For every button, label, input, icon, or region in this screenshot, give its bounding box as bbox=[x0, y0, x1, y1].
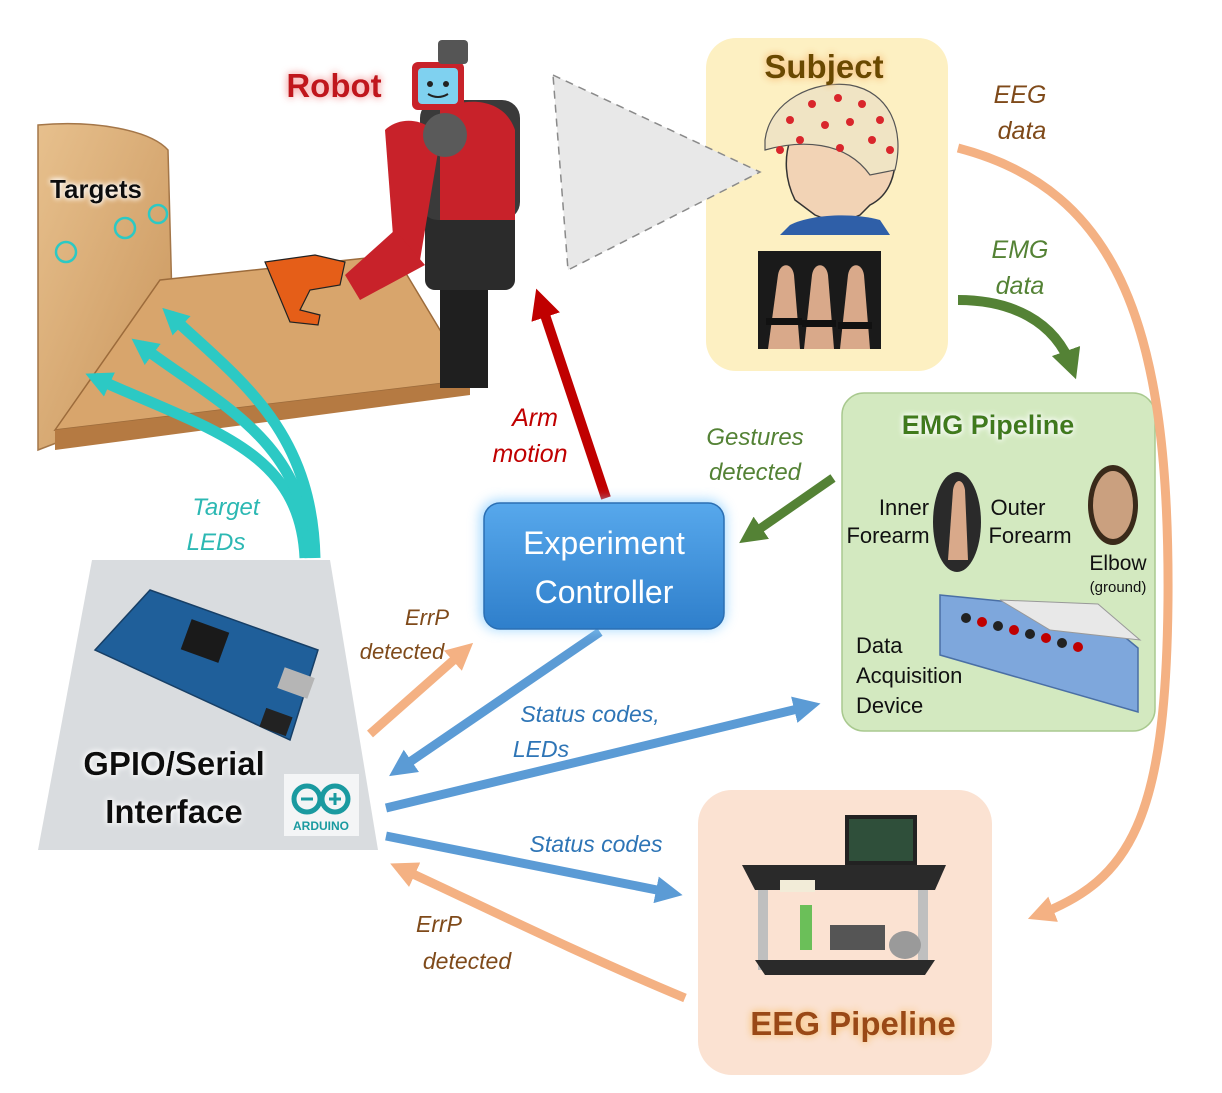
errp-top-label-1: ErrP bbox=[405, 605, 449, 630]
eeg-cap-head-illustration bbox=[764, 83, 899, 235]
emg-pipeline-title: EMG Pipeline bbox=[902, 410, 1075, 440]
gpio-label-1: GPIO/Serial bbox=[83, 745, 265, 782]
outer-forearm-label-1: Outer bbox=[990, 495, 1045, 520]
experiment-controller-label-2: Controller bbox=[535, 574, 674, 610]
emg-data-arrow bbox=[957, 295, 1081, 380]
target-led-2 bbox=[113, 216, 137, 240]
gpio-serial-panel: ARDUINO bbox=[38, 560, 378, 850]
arm-motion-label-2: motion bbox=[492, 440, 567, 468]
subject-label: Subject bbox=[764, 48, 883, 85]
eeg-cart-illustration bbox=[742, 815, 946, 975]
target-led-1 bbox=[54, 240, 78, 264]
arm-motion-arrow bbox=[531, 288, 611, 500]
target-led-arrows bbox=[85, 307, 321, 559]
emg-data-label-2: data bbox=[996, 272, 1045, 300]
errp-top-label-2: detected bbox=[360, 639, 445, 664]
robot-view-cone bbox=[552, 73, 762, 272]
errp-detected-top-arrow bbox=[367, 642, 474, 738]
subject-panel bbox=[706, 38, 948, 371]
daq-label-1: Data bbox=[856, 633, 903, 658]
robot-label: Robot bbox=[286, 67, 381, 104]
experiment-controller-box bbox=[483, 502, 725, 630]
eeg-data-label-1: EEG bbox=[994, 81, 1047, 109]
errp-detected-bottom-arrow bbox=[390, 862, 687, 1003]
status-codes-leds-label-1: Status codes, bbox=[520, 701, 659, 727]
arm-motion-label-1: Arm bbox=[510, 404, 558, 432]
robot-illustration bbox=[264, 40, 520, 388]
errp-bottom-label-1: ErrP bbox=[416, 911, 463, 937]
gpio-label-2: Interface bbox=[105, 793, 243, 830]
emg-data-label-1: EMG bbox=[992, 236, 1049, 264]
status-codes-leds-label-2: LEDs bbox=[513, 736, 570, 762]
gestures-detected-label-2: detected bbox=[709, 459, 802, 486]
target-leds-label-2: LEDs bbox=[187, 529, 246, 556]
targets-label: Targets bbox=[50, 174, 142, 204]
status-codes-label: Status codes bbox=[530, 831, 663, 857]
gestures-detected-label-1: Gestures bbox=[706, 424, 803, 451]
errp-bottom-label-2: detected bbox=[423, 948, 512, 974]
inner-forearm-label-1: Inner bbox=[879, 495, 929, 520]
gpio-to-eeg-arrow bbox=[385, 831, 683, 904]
daq-label-2: Acquisition bbox=[856, 663, 962, 688]
gpio-to-emg-arrow bbox=[384, 696, 821, 813]
targets-board-illustration bbox=[37, 122, 472, 452]
daq-label-3: Device bbox=[856, 693, 923, 718]
eeg-data-arrow bbox=[956, 143, 1173, 922]
elbow-ground-label: (ground) bbox=[1090, 579, 1147, 596]
arduino-logo-text: ARDUINO bbox=[293, 819, 349, 833]
emg-pipeline-panel bbox=[841, 392, 1156, 732]
daq-device-illustration bbox=[939, 594, 1142, 713]
emg-arms-photo bbox=[758, 251, 881, 349]
outer-forearm-label-2: Forearm bbox=[988, 523, 1071, 548]
inner-forearm-label-2: Forearm bbox=[846, 523, 929, 548]
elbow-label: Elbow bbox=[1089, 552, 1147, 575]
gestures-detected-arrow bbox=[739, 474, 836, 544]
target-led-3 bbox=[147, 203, 169, 225]
eeg-pipeline-panel bbox=[698, 790, 992, 1075]
eeg-data-label-2: data bbox=[998, 117, 1047, 145]
controller-to-gpio-arrow bbox=[389, 628, 603, 777]
target-leds-label-1: Target bbox=[192, 494, 260, 521]
experiment-controller-label-1: Experiment bbox=[523, 525, 685, 561]
eeg-pipeline-title: EEG Pipeline bbox=[750, 1005, 955, 1042]
arduino-logo: ARDUINO bbox=[284, 774, 359, 836]
arduino-board-illustration bbox=[93, 589, 319, 742]
